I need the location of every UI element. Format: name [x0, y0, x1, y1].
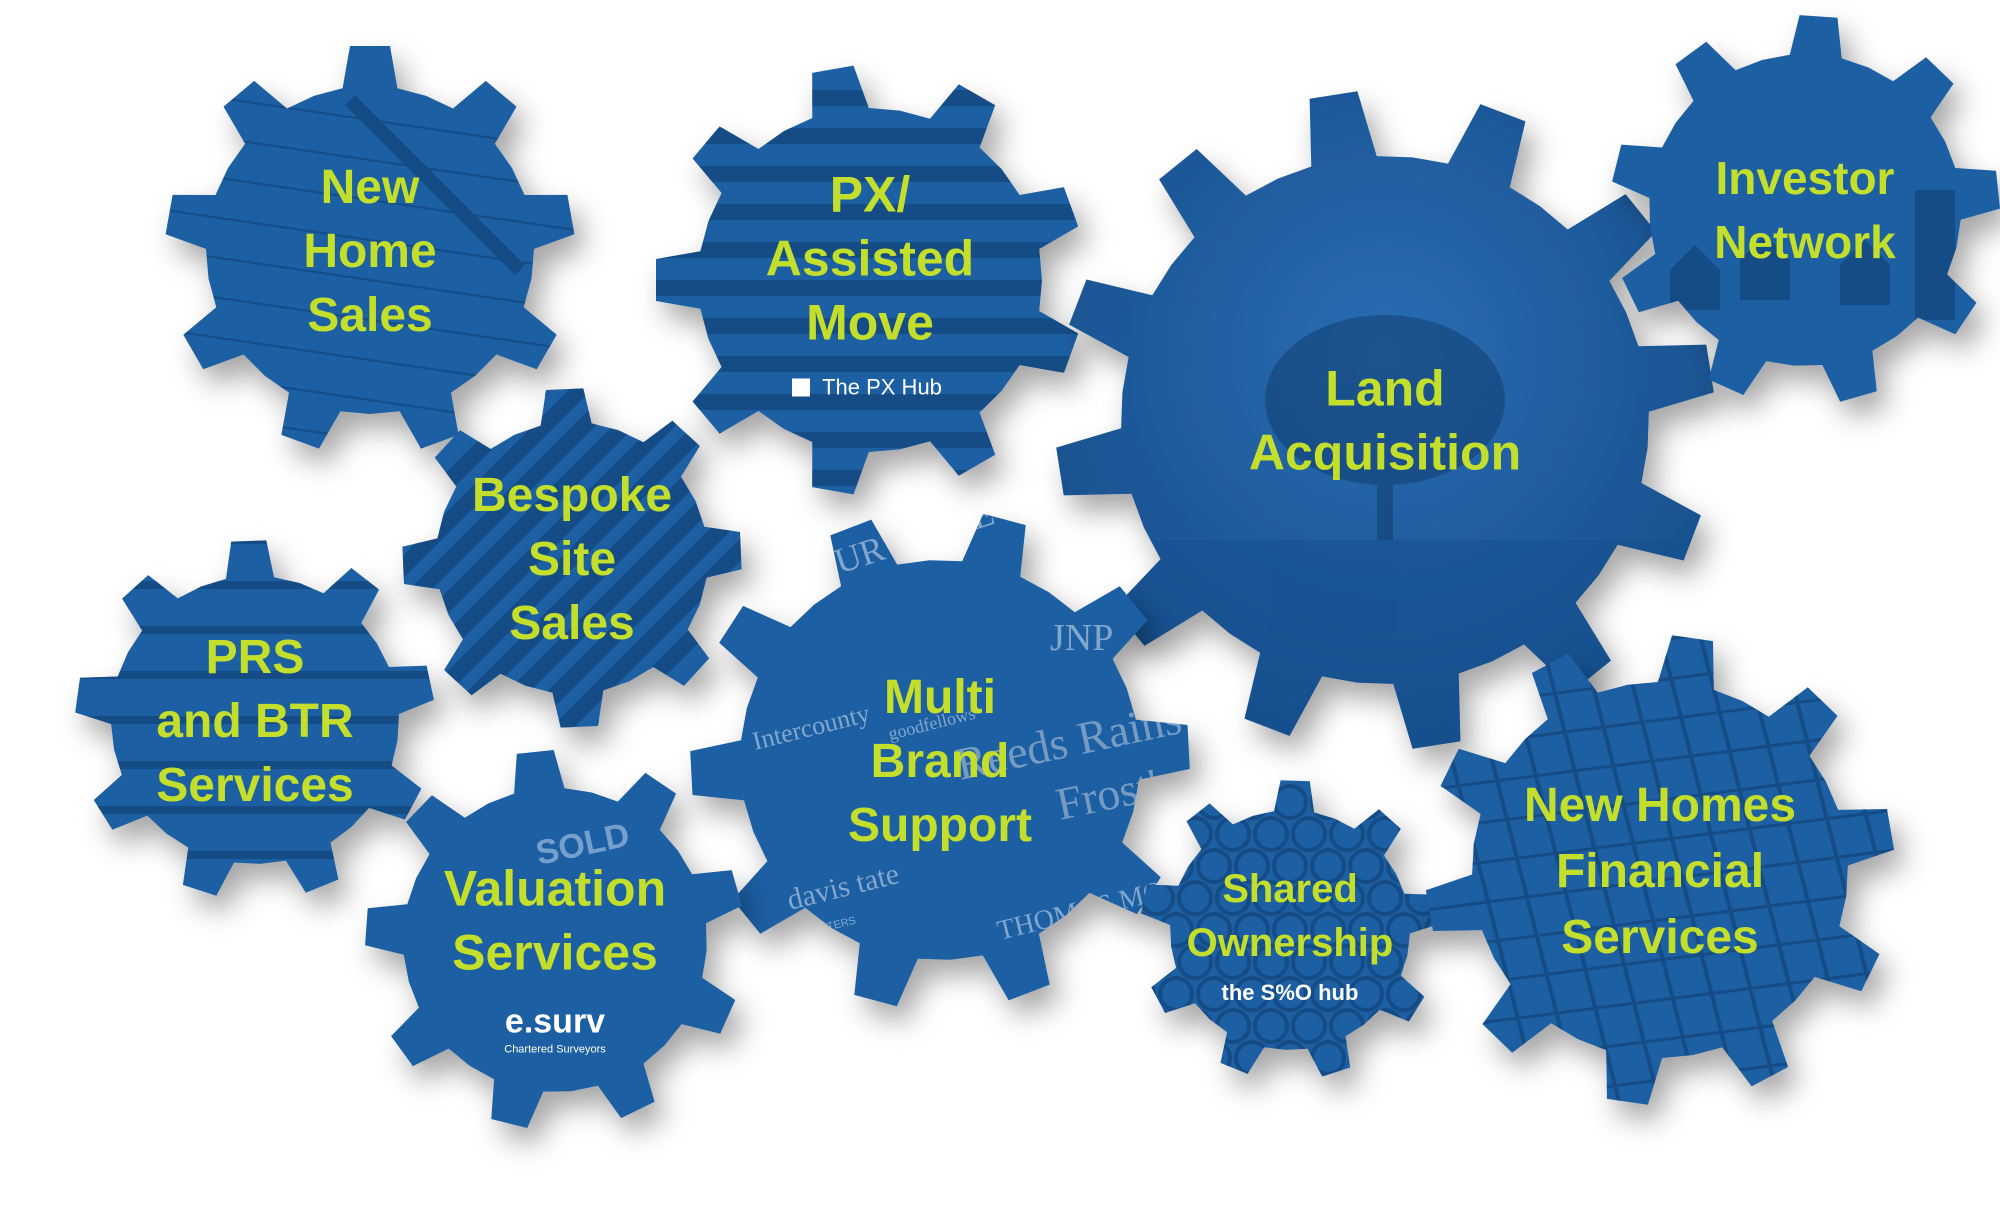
gear-label-line: Services	[156, 759, 354, 812]
gear-label-line: Ownership	[1187, 921, 1394, 965]
gear-label-line: Brand	[871, 735, 1010, 788]
gear-label-line: Site	[528, 533, 616, 586]
px-hub-logo: The PX Hub	[822, 375, 942, 400]
gear-label-line: PX/	[830, 167, 911, 223]
gear-label-line: Acquisition	[1249, 425, 1521, 481]
gear-label-line: New Homes	[1524, 779, 1796, 832]
gear-shape	[165, 46, 575, 449]
gear-label-line: Financial	[1556, 845, 1764, 898]
brand-logo-1: JNP	[1050, 617, 1113, 659]
gear-label-line: Shared	[1222, 867, 1358, 911]
esurv-logo: e.surv	[505, 1003, 605, 1041]
gear-prs-btr-services: PRS and BTR Services	[75, 540, 434, 896]
gear-label-line: New	[321, 161, 420, 214]
gear-shape	[1425, 635, 1895, 1105]
gear-label-line: Services	[1561, 911, 1759, 964]
shared-ownership-hub-logo: the S%O hub	[1222, 980, 1359, 1005]
gear-shape	[690, 513, 1190, 1007]
gear-background-photo	[1670, 190, 1955, 320]
gear-label-line: Sales	[509, 597, 634, 650]
pen-icon	[345, 95, 525, 275]
tree-icon	[1915, 190, 1955, 320]
gear-label-line: Multi	[884, 671, 996, 724]
gear-label-line: and BTR	[156, 695, 353, 748]
gear-label-line: Valuation	[444, 861, 666, 917]
gear-label-line: Bespoke	[472, 469, 672, 522]
davis-tate-tagline: ALL PROPERTY MATTERS	[721, 915, 857, 960]
gear-label-line: Home	[303, 225, 436, 278]
gear-label-line: PRS	[206, 631, 305, 684]
gear-label-line: Land	[1325, 361, 1444, 417]
house-icon	[1670, 245, 1720, 310]
gear-label-line: Move	[806, 295, 934, 351]
gear-label-line: Sales	[307, 289, 432, 342]
gear-label-line: Assisted	[766, 231, 974, 287]
gear-label-line: Support	[848, 799, 1032, 852]
tree-icon	[1265, 315, 1505, 485]
gear-label-line: Investor	[1716, 152, 1895, 204]
gear-label-line: Network	[1714, 216, 1896, 268]
house-icon	[1840, 240, 1890, 305]
esurv-logo-subtitle: Chartered Surveyors	[504, 1044, 606, 1056]
px-hub-house-icon	[792, 378, 810, 397]
gear-shape	[1140, 780, 1440, 1077]
gear-shape	[365, 750, 742, 1128]
gear-label-line: Services	[452, 925, 658, 981]
house-icon	[1740, 235, 1790, 300]
